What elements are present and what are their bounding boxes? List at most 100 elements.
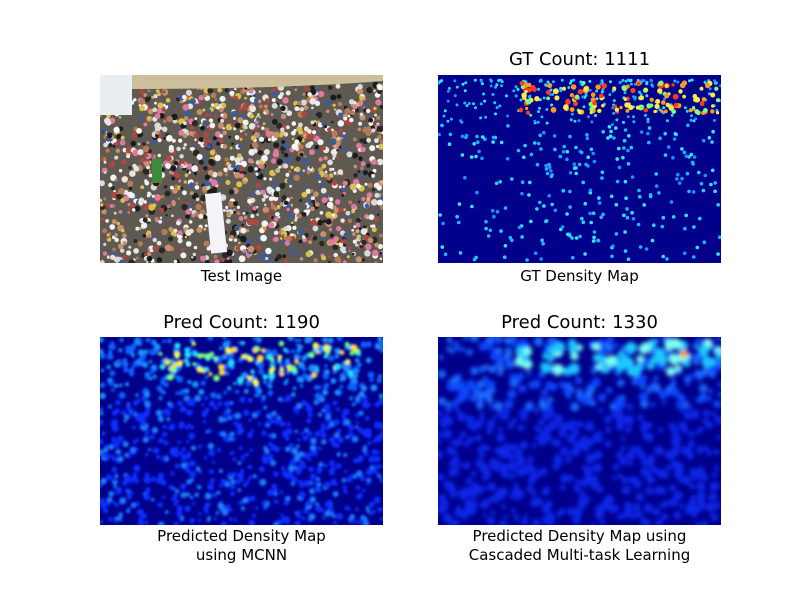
gt-point — [642, 203, 646, 207]
crowd-speck — [374, 138, 379, 143]
mcnn-blob — [258, 368, 265, 375]
mcnn-blob — [229, 413, 236, 419]
crowd-speck — [177, 230, 183, 236]
gt-point — [574, 166, 578, 170]
mcnn-blob — [203, 505, 209, 511]
gt-point — [545, 121, 549, 125]
gt-point — [675, 177, 679, 181]
cmtl-blob — [519, 338, 527, 347]
mcnn-blob — [355, 420, 359, 424]
mcnn-blob — [328, 355, 335, 362]
mcnn-blob — [100, 411, 104, 416]
mcnn-blob — [312, 450, 319, 456]
crowd-speck — [338, 128, 344, 133]
crowd-speck — [188, 220, 193, 224]
mcnn-blob — [301, 355, 307, 361]
gt-point — [676, 172, 680, 177]
gt-point — [610, 254, 614, 259]
crowd-speck — [346, 151, 353, 158]
mcnn-blob — [294, 465, 298, 470]
mcnn-hotspot — [312, 342, 319, 349]
mcnn-blob — [118, 383, 123, 388]
mcnn-blob — [334, 354, 340, 359]
crowd-speck — [150, 198, 155, 204]
crowd-speck — [163, 137, 166, 140]
mcnn-blob — [379, 422, 383, 430]
gt-point — [574, 236, 579, 240]
mcnn-hotspot — [323, 343, 330, 350]
mcnn-blob — [111, 455, 118, 462]
gt-point — [614, 232, 619, 236]
mcnn-blob — [325, 425, 331, 431]
crowd-speck — [224, 88, 229, 93]
crowd-speck — [311, 106, 314, 110]
crowd-speck — [237, 117, 244, 124]
cmtl-blob — [708, 388, 714, 394]
crowd-speck — [228, 135, 232, 139]
mcnn-blob — [332, 491, 339, 497]
gt-point — [542, 204, 546, 208]
crowd-speck — [371, 249, 379, 257]
gt-point — [480, 82, 484, 86]
crowd-speck — [361, 239, 367, 246]
crowd-speck — [314, 100, 321, 106]
crowd-speck — [312, 135, 316, 138]
mcnn-blob — [247, 432, 253, 438]
gt-point — [495, 209, 500, 214]
crowd-speck — [226, 257, 230, 261]
gt-hotspot — [565, 99, 571, 105]
cmtl-blob — [537, 436, 547, 446]
cmtl-blob — [682, 475, 692, 485]
crowd-speck — [319, 240, 325, 247]
crowd-speck — [214, 98, 218, 101]
crowd-speck — [143, 200, 147, 204]
gt-point — [455, 103, 459, 107]
crowd-speck — [147, 248, 151, 251]
mcnn-blob — [267, 390, 274, 396]
mcnn-blob — [184, 505, 191, 512]
crowd-speck — [145, 235, 149, 239]
crowd-speck — [195, 203, 202, 211]
mcnn-blob — [258, 466, 265, 473]
mcnn-hotspot — [197, 352, 204, 359]
gt-point — [536, 120, 540, 124]
cmtl-blob — [625, 451, 636, 461]
crowd-speck — [309, 165, 313, 169]
cmtl-blob — [646, 475, 655, 485]
cmtl-blob — [450, 461, 456, 468]
crowd-speck — [310, 120, 315, 125]
gt-point — [588, 188, 593, 193]
crowd-speck — [148, 204, 155, 211]
mcnn-blob — [374, 464, 380, 470]
crowd-speck — [311, 199, 316, 204]
cmtl-blob — [621, 476, 629, 484]
mcnn-blob — [247, 464, 253, 470]
crowd-speck — [177, 238, 183, 244]
gt-point — [446, 99, 450, 103]
crowd-speck — [310, 85, 315, 90]
crowd-speck — [156, 257, 163, 263]
crowd-speck — [147, 108, 154, 115]
crowd-speck — [252, 206, 257, 211]
mcnn-hotspot — [262, 374, 269, 380]
cmtl-blob — [487, 482, 496, 492]
crowd-speck — [112, 232, 115, 236]
gt-point — [692, 155, 697, 159]
cmtl-blob — [438, 397, 447, 406]
mcnn-blob — [151, 498, 155, 502]
crowd-speck — [231, 110, 238, 117]
gt-point — [533, 119, 537, 123]
cmtl-glow — [636, 355, 645, 363]
gt-point — [694, 117, 698, 121]
crowd-speck — [277, 215, 281, 219]
mcnn-blob — [222, 363, 229, 370]
gt-hotspot — [521, 92, 527, 98]
mcnn-blob — [100, 438, 104, 446]
cmtl-blob — [670, 382, 676, 389]
gt-point — [472, 142, 476, 146]
gt-point — [644, 247, 649, 251]
mcnn-hotspot — [347, 370, 354, 377]
gt-point — [682, 251, 687, 256]
cmtl-blob — [708, 492, 718, 502]
mcnn-blob — [189, 495, 194, 500]
